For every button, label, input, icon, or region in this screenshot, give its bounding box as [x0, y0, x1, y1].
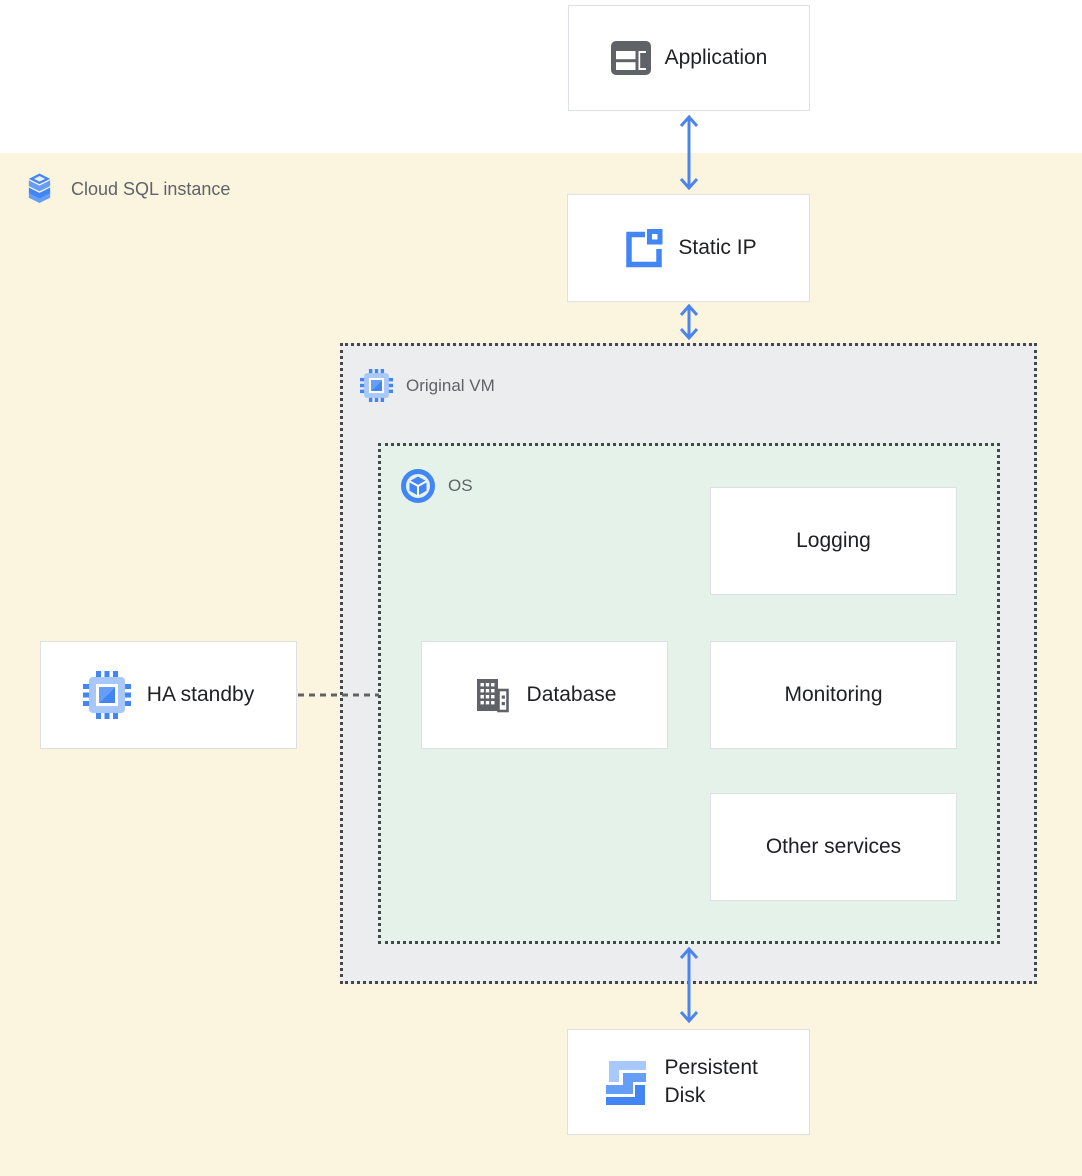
compute-engine-icon [82, 671, 131, 719]
node-database-label: Database [526, 683, 617, 706]
persistent-disk-icon [605, 1061, 646, 1105]
os-label: OS [401, 469, 473, 503]
static-ip-icon [626, 229, 663, 268]
node-application: Application [568, 5, 810, 111]
node-static-ip-label: Static IP [678, 236, 757, 259]
compute-engine-icon [360, 369, 393, 402]
node-ha-standby: HA standby [40, 641, 297, 749]
node-ha-standby-label: HA standby [146, 683, 255, 706]
region-label-text: Cloud SQL instance [71, 178, 231, 199]
node-persistent-disk: Persistent Disk [567, 1029, 810, 1135]
application-window-icon [610, 41, 651, 75]
node-application-label: Application [664, 46, 768, 69]
node-monitoring: Monitoring [710, 641, 957, 749]
node-logging: Logging [710, 487, 957, 595]
database-building-icon [476, 679, 509, 713]
original-vm-label-text: Original VM [406, 375, 495, 395]
node-persistent-disk-label: Persistent Disk [664, 1056, 758, 1107]
node-other-services: Other services [710, 793, 957, 901]
original-vm-label: Original VM [360, 369, 495, 402]
cloud-sql-icon [28, 173, 51, 204]
os-icon [401, 469, 435, 503]
node-static-ip: Static IP [567, 194, 810, 302]
region-label-cloud-sql: Cloud SQL instance [24, 172, 230, 206]
node-monitoring-label: Monitoring [784, 683, 883, 706]
os-label-text: OS [448, 476, 473, 495]
node-database: Database [421, 641, 668, 749]
node-logging-label: Logging [796, 529, 871, 552]
node-other-services-label: Other services [765, 835, 902, 858]
